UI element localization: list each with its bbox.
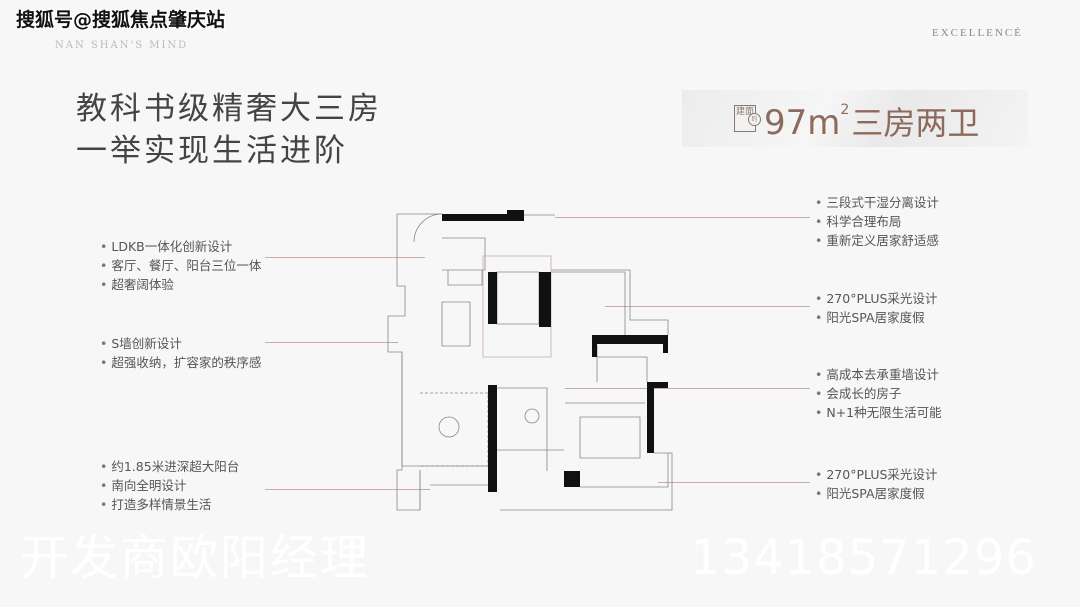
leader-line <box>265 489 430 490</box>
bullet: 270°PLUS采光设计 <box>815 288 937 307</box>
page-title-line-1: 教科书级精奢大三房 <box>76 91 382 127</box>
room-type: 三房两卫 <box>851 104 980 142</box>
area-unit: m <box>807 103 841 143</box>
bullet: 高成本去承重墙设计 <box>815 364 939 383</box>
bullet: 科学合理布局 <box>815 211 901 230</box>
bullet: 约1.85米进深超大阳台 <box>100 456 239 475</box>
area-heading: 97m2三房两卫 <box>764 98 979 144</box>
area-unit-sup: 2 <box>840 102 850 118</box>
leader-line <box>265 342 398 343</box>
bullet: S墙创新设计 <box>100 333 181 352</box>
bullet: 超奢阔体验 <box>100 274 174 293</box>
bullet: 会成长的房子 <box>815 383 901 402</box>
approx-badge: 约 <box>748 113 761 126</box>
watermark-phone: 13418571296 <box>690 530 1037 586</box>
page-title-line-2: 一举实现生活进阶 <box>76 133 348 169</box>
watermark-contact: 开发商欧阳经理 <box>20 530 371 586</box>
bullet: 超强收纳，扩容家的秩序感 <box>100 352 261 371</box>
bullet: 重新定义居家舒适感 <box>815 230 939 249</box>
area-banner <box>682 90 1028 147</box>
brand-logo-text: EXCELLENCÉ <box>932 27 1023 39</box>
brand-subtitle: NAN SHAN'S MIND <box>55 40 189 51</box>
leader-line <box>555 217 810 218</box>
leader-line <box>605 306 810 307</box>
bullet: 阳光SPA居家度假 <box>815 307 924 326</box>
bullet: 南向全明设计 <box>100 475 186 494</box>
bullet: LDKB一体化创新设计 <box>100 236 232 255</box>
bullet: 打造多样情景生活 <box>100 494 211 513</box>
bullet: 三段式干湿分离设计 <box>815 192 939 211</box>
watermark-source: 搜狐号@搜狐焦点肇庆站 <box>16 9 226 31</box>
bullet: 客厅、餐厅、阳台三位一体 <box>100 255 261 274</box>
bullet: N+1种无限生活可能 <box>815 402 941 421</box>
bullet: 阳光SPA居家度假 <box>815 483 924 502</box>
leader-line <box>658 482 810 483</box>
leader-line <box>565 388 810 389</box>
leader-line <box>265 257 425 258</box>
bullet: 270°PLUS采光设计 <box>815 464 937 483</box>
area-value: 97 <box>764 103 808 143</box>
